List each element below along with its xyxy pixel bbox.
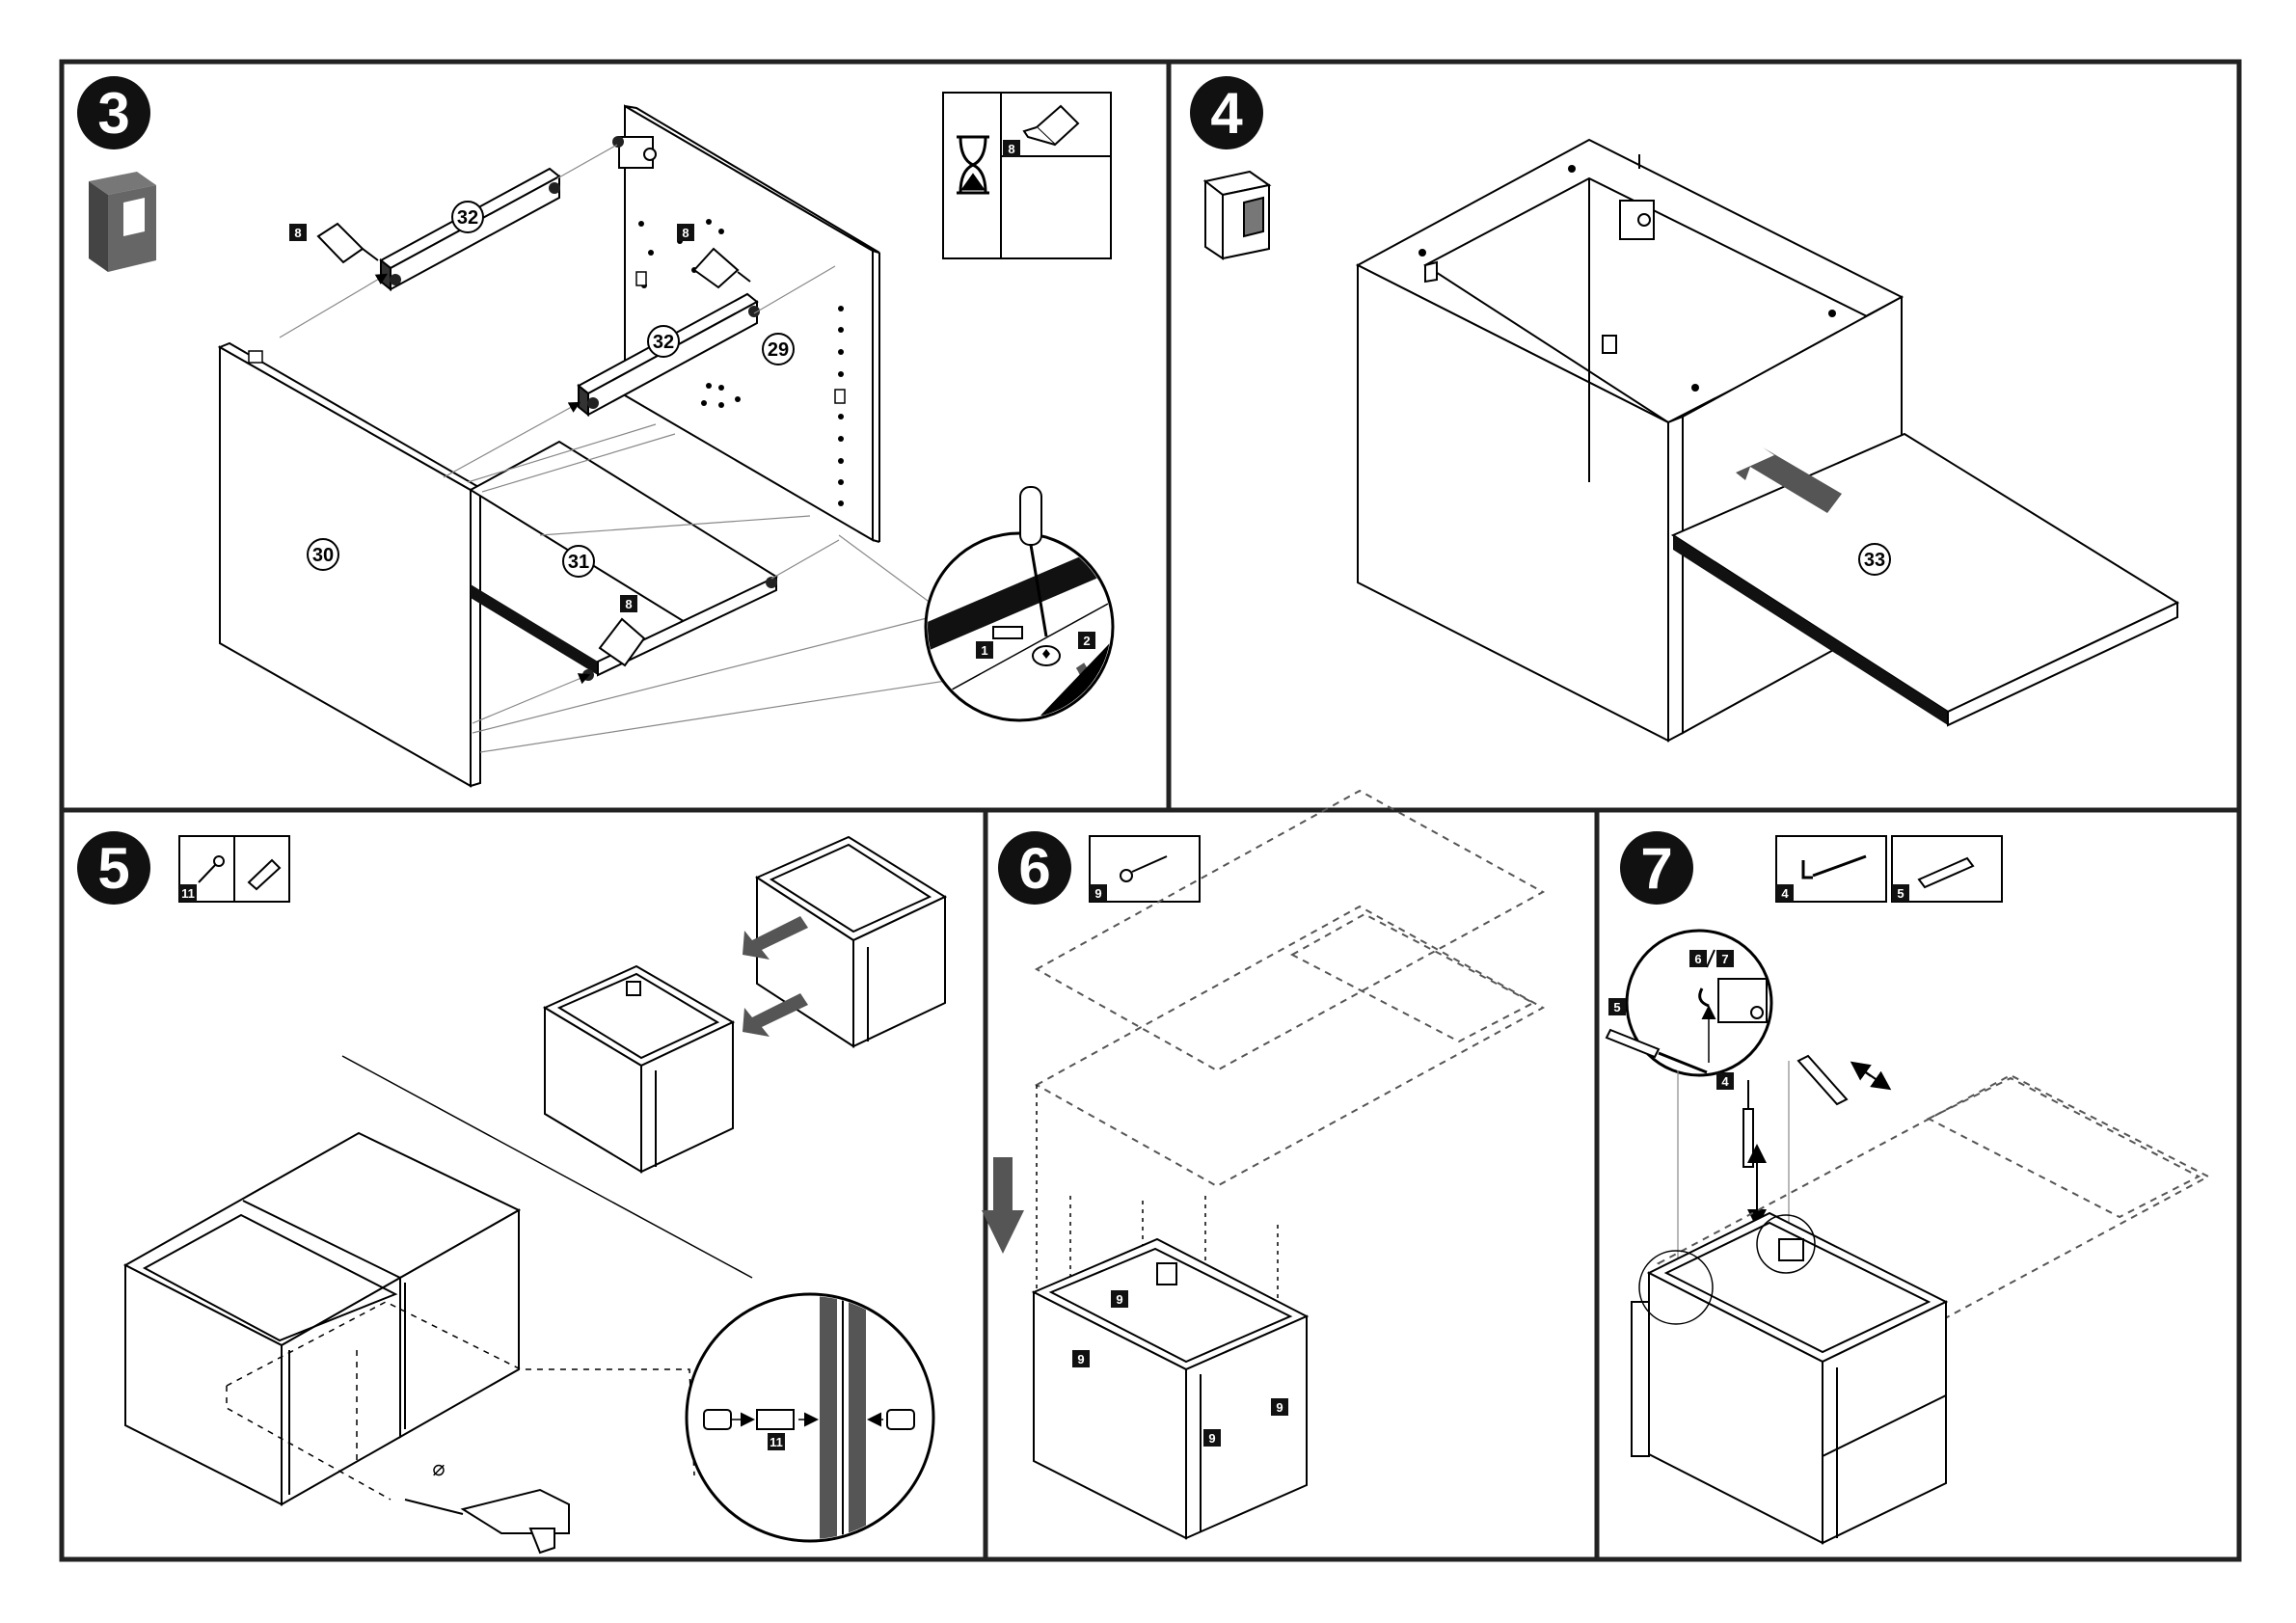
glue-mid-tag: 8: [682, 226, 689, 240]
svg-text:32: 32: [653, 332, 674, 353]
down-arrow-icon: [982, 1157, 1024, 1254]
svg-text:9: 9: [1208, 1431, 1215, 1446]
glue-shelf-tag: 8: [625, 597, 632, 611]
step-4-panel: 4: [1190, 76, 2177, 741]
step-3-number: 3: [97, 81, 129, 146]
connector-box-tag: 11: [181, 886, 195, 901]
glue-wait-box: 8: [943, 93, 1111, 258]
cabinet-step6: [1034, 1239, 1307, 1538]
drill-icon: [405, 1490, 569, 1553]
joined-cabinets: [125, 1133, 519, 1504]
connector-box: 11: [179, 836, 289, 902]
label-30: 30: [308, 539, 338, 570]
label-32-top: 32: [452, 202, 483, 232]
cabinet-front: [545, 966, 733, 1172]
step-4-number: 4: [1210, 81, 1243, 146]
svg-text:5: 5: [1613, 1000, 1620, 1014]
step-5-panel: 5 11: [77, 831, 945, 1553]
hanger-detail: 6 7 4: [1627, 931, 1771, 1090]
cam-lock-detail: 1 2: [916, 487, 1119, 720]
diameter-symbol: ⌀: [432, 1456, 445, 1480]
step-5-number: 5: [97, 836, 129, 901]
screw-box-tag: 9: [1094, 886, 1101, 901]
plug-box-tag: 5: [1897, 886, 1904, 901]
connector-detail: 11: [687, 1292, 933, 1543]
side-panel-30: [220, 343, 480, 786]
screw-box: 9: [1090, 836, 1200, 902]
svg-text:29: 29: [768, 339, 789, 361]
plug-box: 5: [1892, 836, 2002, 902]
svg-text:33: 33: [1864, 550, 1885, 571]
cabinet-outline-icon: [1205, 172, 1269, 258]
glue-left-tag: 8: [294, 226, 301, 240]
label-29: 29: [763, 334, 794, 365]
sub-step-1-tag: 1: [981, 643, 987, 658]
detail-tag-11: 11: [770, 1435, 783, 1449]
svg-text:30: 30: [312, 545, 334, 566]
glue-box-tag: 8: [1008, 142, 1014, 156]
cam-fitting-top: [619, 137, 656, 168]
svg-text:31: 31: [568, 552, 589, 573]
label-31: 31: [563, 546, 594, 577]
svg-text:9: 9: [1077, 1352, 1084, 1366]
hook-box: 4: [1776, 836, 1886, 902]
cabinet-icon: [89, 172, 156, 272]
svg-text:9: 9: [1116, 1292, 1122, 1307]
step-7-panel: 7 4 5 6: [1607, 831, 2208, 1543]
screwdriver-7: [1743, 1056, 1847, 1167]
detail-tag-4: 4: [1721, 1074, 1729, 1089]
step-3-panel: 3 8: [77, 76, 1119, 786]
sub-step-2-tag: 2: [1083, 634, 1090, 648]
label-32-middle: 32: [648, 326, 679, 357]
detail-tag-7: 7: [1721, 952, 1728, 966]
label-33: 33: [1859, 544, 1890, 575]
step-7-number: 7: [1640, 836, 1672, 901]
step-6-panel: 6 9: [982, 791, 1543, 1538]
step-6-number: 6: [1018, 836, 1050, 901]
cabinet-step7: [1632, 1213, 1946, 1543]
svg-text:32: 32: [457, 207, 478, 229]
svg-text:9: 9: [1276, 1400, 1283, 1415]
glue-tube-left: [318, 224, 378, 262]
hook-box-tag: 4: [1781, 886, 1789, 901]
detail-tag-6: 6: [1694, 952, 1701, 966]
